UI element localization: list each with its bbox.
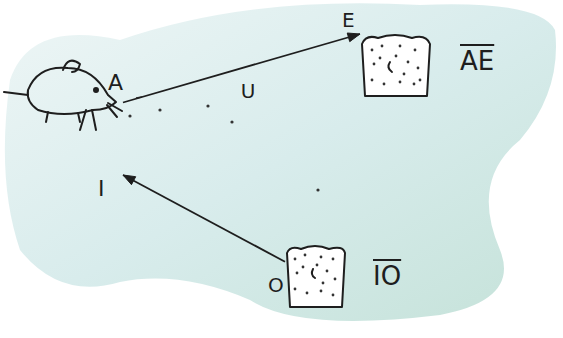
- crumb-dot: [302, 266, 305, 269]
- outline-stroke: [94, 88, 98, 92]
- outline-stroke: [388, 62, 392, 72]
- crumb-dot: [322, 282, 325, 285]
- crumb-dot: [414, 49, 417, 52]
- crumb-dot: [332, 258, 335, 261]
- point-label: A: [108, 72, 123, 94]
- crumb-dot: [334, 278, 337, 281]
- dot: [206, 104, 209, 107]
- point-label: E: [342, 10, 355, 30]
- dot: [158, 108, 161, 111]
- outline-stroke: [63, 61, 80, 72]
- arrowhead: [347, 33, 360, 42]
- point-label: U: [241, 81, 256, 101]
- crumb-dot: [399, 81, 402, 84]
- vector-line: [123, 175, 285, 262]
- crumb-dot: [294, 288, 297, 291]
- crumb-dot: [326, 270, 329, 273]
- crumb-dot: [320, 290, 323, 293]
- bread-slice-drawing: [360, 34, 430, 96]
- outline-stroke: [28, 68, 116, 114]
- point-label: AE: [460, 48, 494, 74]
- dot: [128, 114, 131, 117]
- vector-line: [123, 34, 360, 103]
- crumb-dot: [379, 57, 382, 60]
- crumb-dot: [371, 49, 374, 52]
- crumb-dot: [296, 272, 299, 275]
- crumb-dot: [306, 292, 309, 295]
- bread-slice: EAE: [360, 34, 430, 96]
- crumb-dot: [304, 254, 307, 257]
- arrowhead: [123, 175, 136, 185]
- blob: [5, 3, 556, 321]
- mouse-figure-drawing: [8, 50, 123, 175]
- crumb-dot: [332, 294, 335, 297]
- bread-slice-drawing: [285, 245, 345, 307]
- crumb-dot: [373, 63, 376, 66]
- crumb-dot: [417, 67, 420, 70]
- motion-dots: [128, 97, 319, 192]
- crumb-dot: [294, 258, 297, 261]
- outline-stroke: [46, 112, 80, 122]
- crumb-dot: [381, 45, 384, 48]
- crumb-dot: [399, 45, 402, 48]
- crumb-dot: [419, 79, 422, 82]
- crumb-dot: [403, 73, 406, 76]
- crumb-dot: [407, 61, 410, 64]
- outline-stroke: [312, 269, 315, 278]
- crumb-dot: [395, 55, 398, 58]
- crumb-dot: [413, 83, 416, 86]
- crumb-dot: [383, 83, 386, 86]
- outline-stroke: [362, 35, 430, 96]
- point-label: O: [268, 275, 284, 295]
- point-label: IO: [373, 263, 401, 289]
- dot: [230, 120, 233, 123]
- crumb-dot: [371, 79, 374, 82]
- vector-arrow: [123, 33, 360, 102]
- crumb-dot: [320, 256, 323, 259]
- bread-slice: OIO: [285, 245, 345, 307]
- crumb-dot: [316, 264, 319, 267]
- dot: [316, 188, 319, 191]
- vector-arrow: [123, 175, 285, 262]
- outline-stroke: [80, 103, 122, 130]
- outline-stroke: [287, 246, 345, 307]
- outline-stroke: [4, 92, 28, 95]
- mouse-figure: AI: [8, 50, 123, 175]
- point-label: I: [98, 178, 105, 200]
